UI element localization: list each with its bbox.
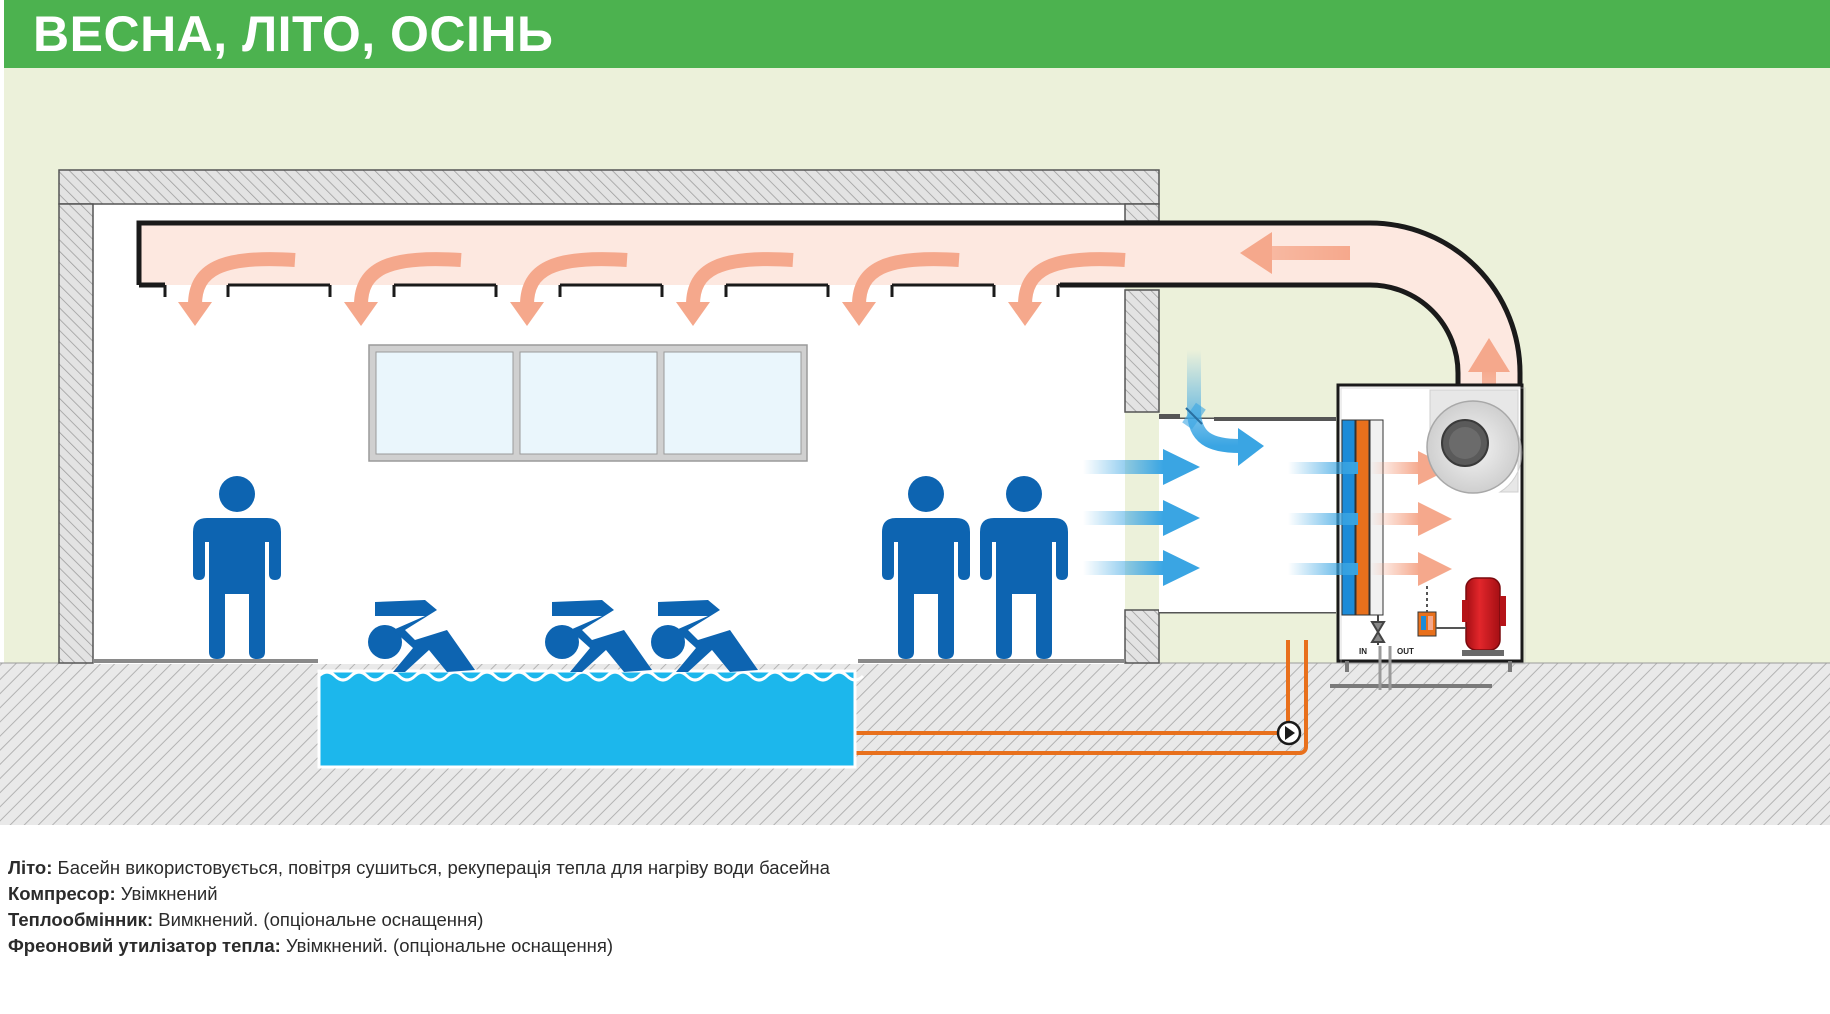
swimmers — [368, 600, 758, 672]
fan-icon — [1426, 389, 1523, 494]
ground — [0, 663, 1830, 825]
pool-ventilation-diagram: IN OUT — [0, 68, 1830, 825]
return-air-arrows — [1083, 449, 1200, 586]
fresh-air-intake — [1182, 350, 1264, 466]
swimmer-icon — [545, 600, 652, 672]
swimmer-icon — [651, 600, 758, 672]
air-flow-arrow-icon — [520, 252, 628, 306]
out-label: OUT — [1397, 647, 1414, 656]
valve-icon — [1370, 615, 1386, 645]
right-wall-lower — [1124, 609, 1160, 664]
pool-wave — [317, 670, 865, 682]
person-icon — [193, 476, 281, 659]
window — [368, 344, 808, 462]
swimmer-icon — [368, 600, 475, 672]
air-handling-unit: IN OUT — [1288, 383, 1526, 665]
air-flow-arrow-icon — [686, 252, 794, 306]
air-flow-arrow-icon — [188, 252, 296, 306]
legend-freon-recovery: Фреоновий утилізатор тепла: Увімкнений. … — [8, 935, 614, 956]
duct-flow-arrow — [1240, 232, 1350, 274]
right-wall-upper — [1124, 203, 1160, 222]
person-icon — [980, 476, 1068, 659]
person-icon — [882, 476, 970, 659]
left-wall — [58, 203, 94, 664]
unit-supports — [1330, 661, 1512, 688]
pool — [317, 669, 865, 769]
legend-compressor: Компресор: Увімкнений — [8, 883, 218, 904]
legend-summer: Літо: Басейн використовується, повітря с… — [8, 857, 830, 878]
right-wall-middle — [1124, 289, 1160, 413]
air-flow-arrow-icon — [1018, 252, 1126, 306]
freon-heat-recovery-icon — [1417, 586, 1437, 637]
legend: Літо: Басейн використовується, повітря с… — [8, 855, 1808, 959]
page-title: ВЕСНА, ЛІТО, ОСІНЬ — [33, 6, 554, 62]
legend-heat-exchanger: Теплообмінник: Вимкнений. (опціональне о… — [8, 909, 484, 930]
roof — [58, 169, 1160, 205]
header-bar: ВЕСНА, ЛІТО, ОСІНЬ — [0, 0, 1830, 68]
people — [193, 476, 1068, 659]
air-flow-arrow-icon — [354, 252, 462, 306]
supply-air-arrows — [188, 252, 1126, 306]
supply-air-duct — [136, 220, 1523, 390]
pump-icon — [1276, 720, 1302, 746]
air-flow-arrow-icon — [852, 252, 960, 306]
in-label: IN — [1359, 647, 1367, 656]
compressor-icon — [1436, 577, 1506, 656]
